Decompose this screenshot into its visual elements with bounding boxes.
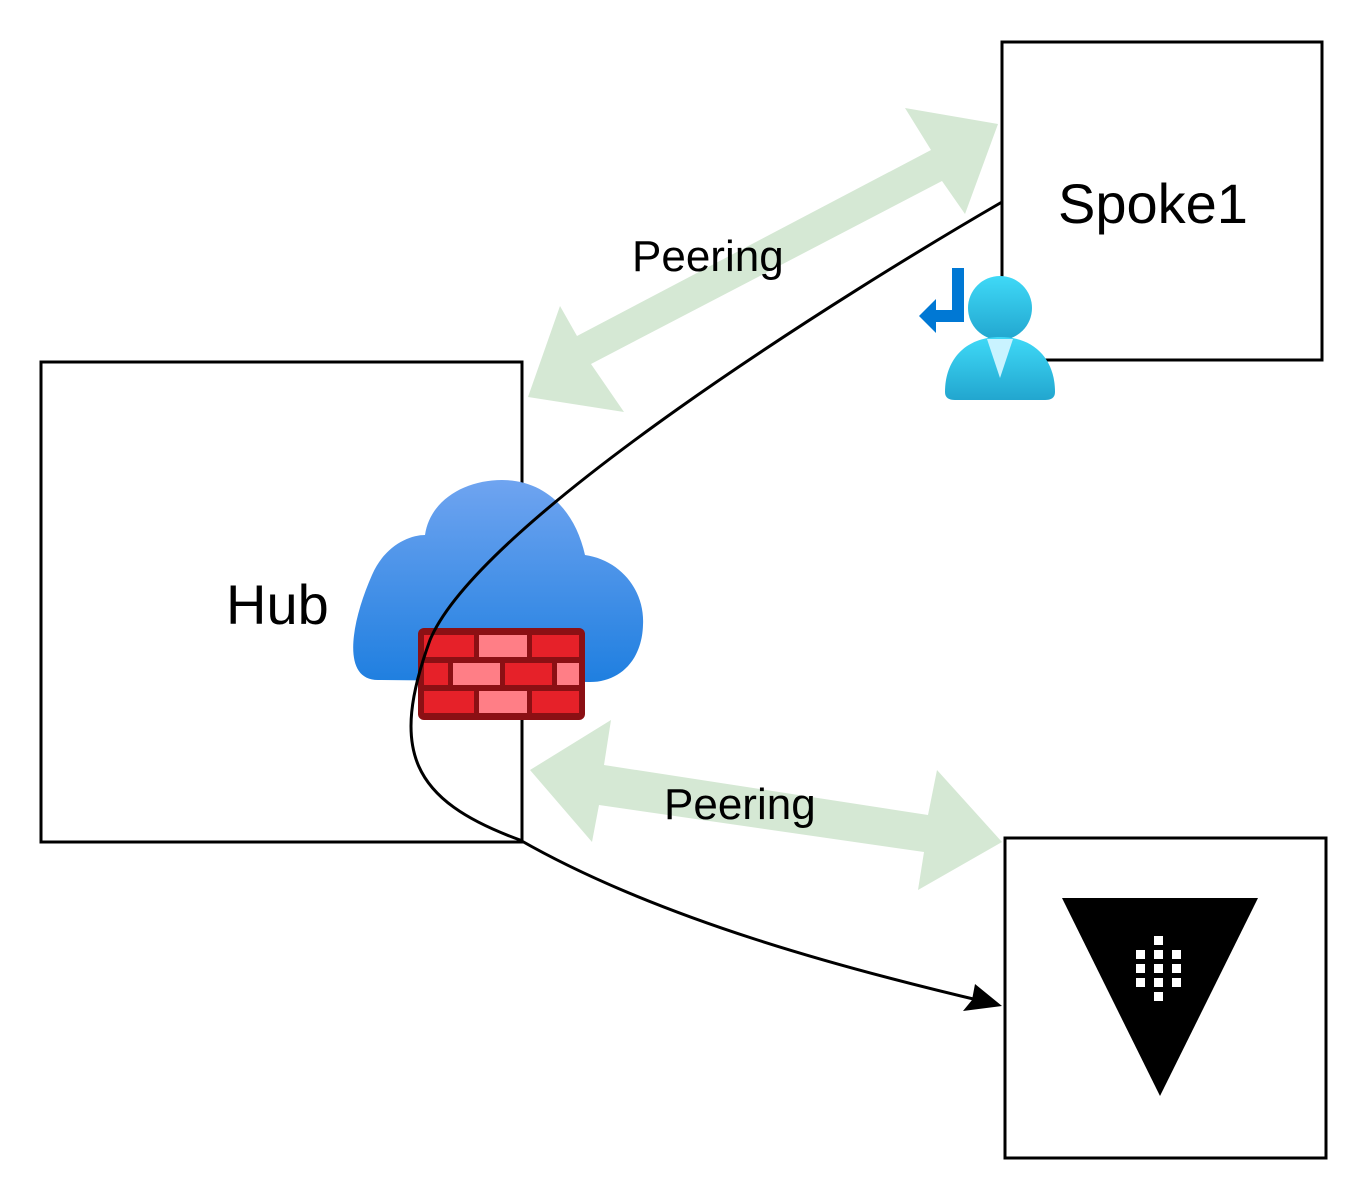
spoke1-label: Spoke1 xyxy=(1058,172,1248,235)
traffic-flow-path xyxy=(409,200,1003,1004)
peering-label-top: Peering xyxy=(632,232,784,281)
hub-label: Hub xyxy=(226,573,329,636)
peering-arrow-top xyxy=(528,108,998,412)
user-arrow-icon xyxy=(919,268,964,333)
user-icon xyxy=(919,268,1055,400)
vault-icon xyxy=(1062,898,1258,1096)
peering-label-bottom: Peering xyxy=(664,780,816,829)
spoke1-box[interactable] xyxy=(1000,40,1324,362)
traffic-flow-arrowhead xyxy=(963,984,1002,1011)
peering-arrow-bottom xyxy=(530,720,1002,890)
azure-firewall-icon xyxy=(353,480,644,720)
